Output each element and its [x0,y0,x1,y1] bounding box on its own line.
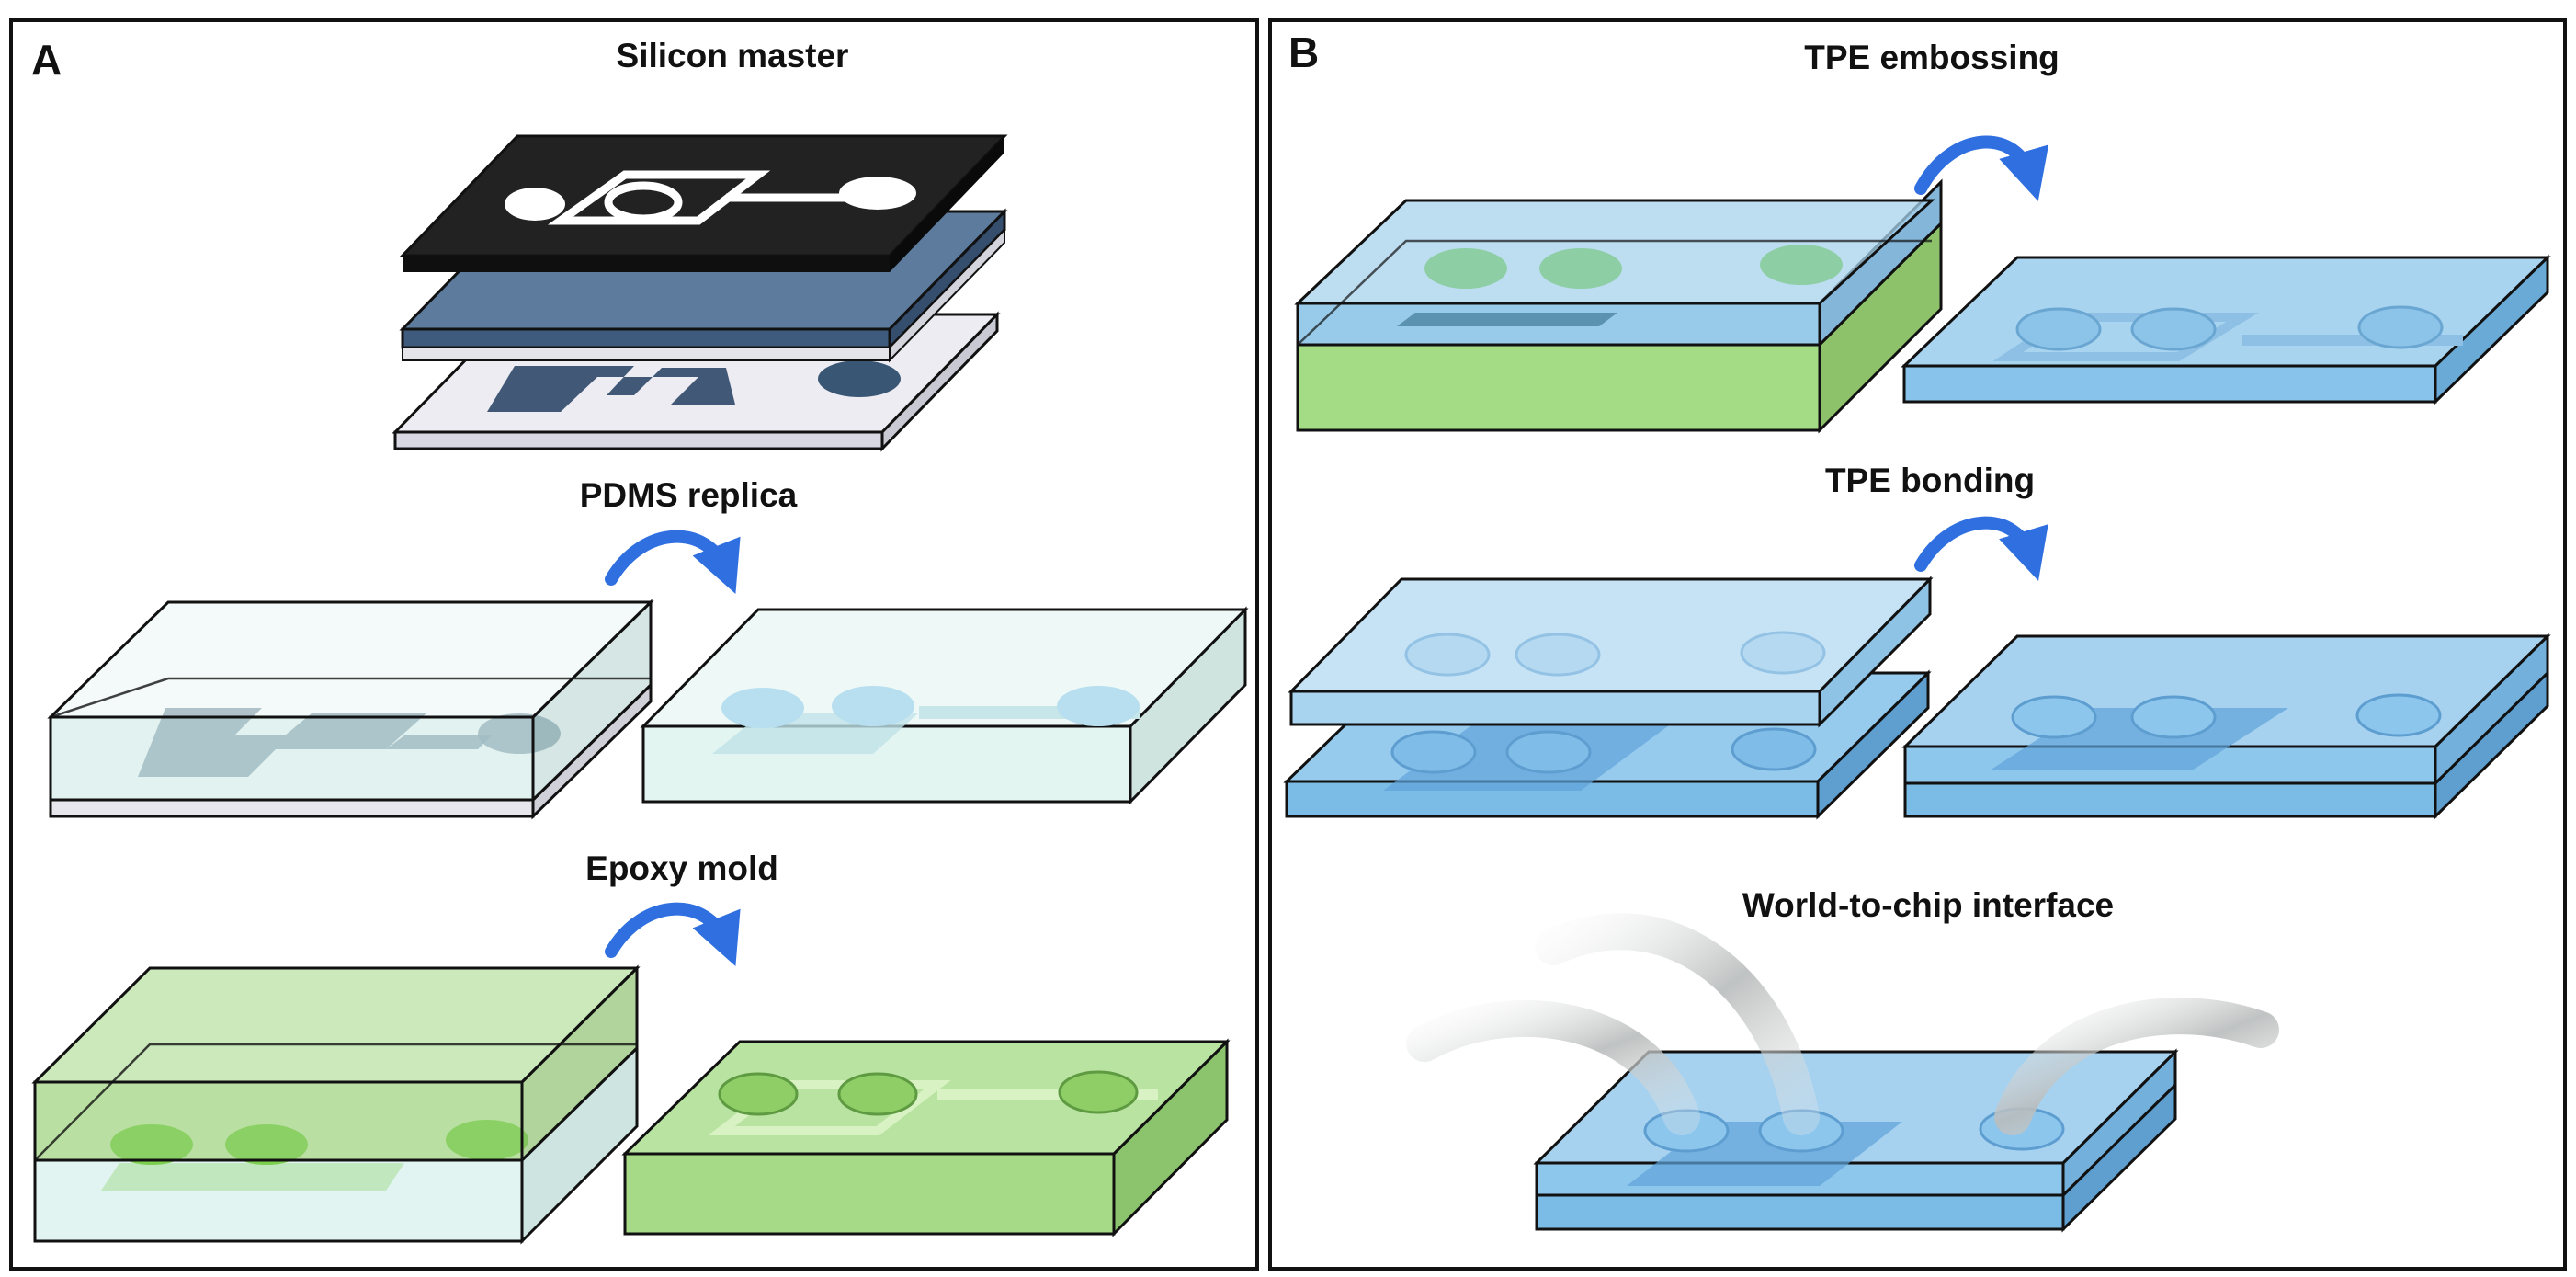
epoxy-casting [31,964,641,1245]
tpe-embossing-stack [1294,178,1943,434]
tpe-embossed-sheet [1901,254,2551,405]
silicon-master-stack [392,134,1008,452]
step-tpe-embossing: TPE embossing [1804,39,2060,76]
panel-b-letter: B [1288,29,1320,76]
tpe-bonding-separated [1283,576,1934,820]
flip-arrow-icon [605,135,2049,966]
tubing-icon [1406,913,2279,1135]
pdms-replica-casting [47,599,654,820]
panel-a-letter: A [31,36,62,84]
pdms-replica-block [640,606,1249,805]
world-to-chip-device [1533,1048,2179,1233]
step-silicon-master: Silicon master [616,37,849,74]
step-tpe-bonding: TPE bonding [1824,462,2036,499]
step-pdms-replica: PDMS replica [579,476,798,514]
step-world-to-chip-interface: World-to-chip interface [1742,886,2115,924]
step-epoxy-mold: Epoxy mold [585,849,778,887]
tpe-bonded-chip [1901,633,2551,820]
epoxy-mold-block [621,1038,1231,1237]
